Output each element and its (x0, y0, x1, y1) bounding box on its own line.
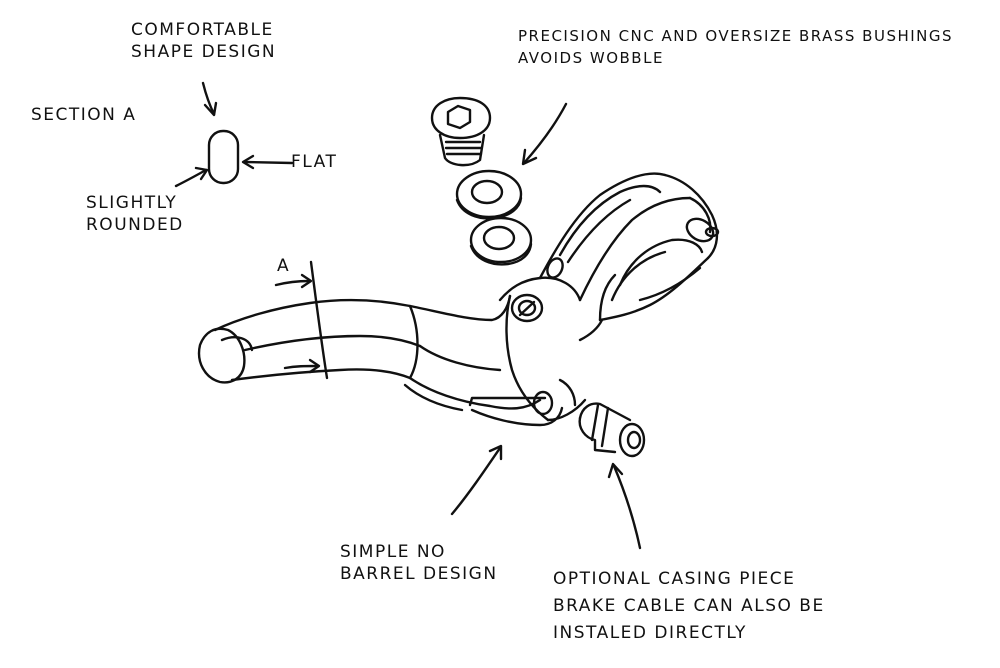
lever-blade (197, 294, 542, 412)
lever-upper-arm (538, 172, 692, 342)
flat-text: FLAT (291, 152, 338, 172)
simple-barrel-arrow (450, 444, 503, 516)
slightly-rounded-label: SLIGHTLY ROUNDED (86, 192, 184, 236)
slightly-rounded-line-1: SLIGHTLY (86, 193, 178, 213)
bushing-lower (469, 216, 533, 266)
optional-casing-line-3: INSTALED DIRECTLY (553, 623, 747, 643)
optional-casing-line-2: BRAKE CABLE CAN ALSO BE (553, 596, 825, 616)
simple-no-barrel-line-1: SIMPLE NO (340, 542, 446, 562)
section-line-a (274, 260, 329, 380)
bushing-upper (455, 169, 523, 220)
slightly-rounded-line-2: ROUNDED (86, 215, 184, 235)
comfortable-shape-label: COMFORTABLE SHAPE DESIGN (131, 19, 276, 63)
lever-body (468, 276, 587, 427)
bolt (430, 96, 492, 167)
flat-arrow (241, 154, 294, 170)
section-marker-label: A (277, 255, 290, 277)
section-marker-text: A (277, 256, 291, 276)
optional-casing-label: OPTIONAL CASING PIECE BRAKE CABLE CAN AL… (553, 566, 825, 647)
optional-casing-line-1: OPTIONAL CASING PIECE (553, 569, 796, 589)
precision-line-1: PRECISION CNC AND OVERSIZE BRASS BUSHING… (518, 27, 954, 45)
section-a-oval (207, 129, 240, 185)
precision-line-2: AVOIDS WOBBLE (518, 49, 664, 67)
flat-label: FLAT (291, 151, 337, 173)
comfortable-line-1: COMFORTABLE (131, 20, 274, 40)
comfortable-arrow (201, 81, 218, 117)
section-a-label: SECTION A (31, 104, 136, 126)
precision-arrow (521, 102, 568, 166)
precision-label: PRECISION CNC AND OVERSIZE BRASS BUSHING… (518, 25, 953, 69)
rounded-arrow (174, 166, 209, 188)
simple-no-barrel-line-2: BARREL DESIGN (340, 564, 498, 584)
comfortable-line-2: SHAPE DESIGN (131, 42, 277, 62)
casing-piece (578, 402, 646, 458)
casing-arrow (607, 462, 642, 550)
simple-no-barrel-label: SIMPLE NO BARREL DESIGN (340, 541, 498, 585)
handlebar-clamp (598, 173, 720, 322)
section-a-text: SECTION A (31, 105, 137, 125)
